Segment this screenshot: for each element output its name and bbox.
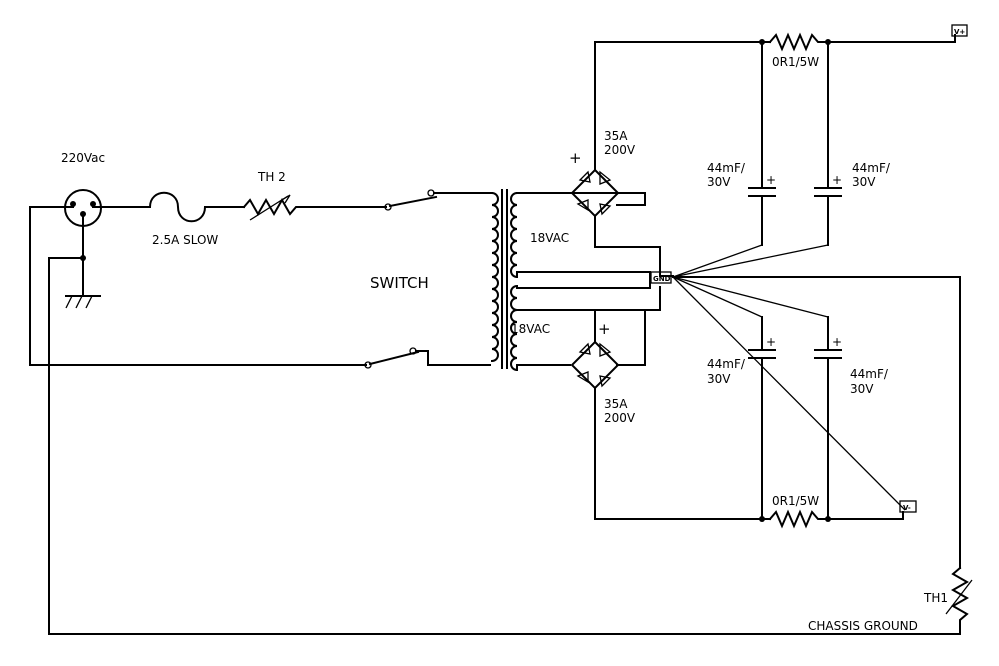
cap4-value: 44mF/ xyxy=(850,367,889,381)
bridge-bottom-current: 35A xyxy=(604,397,628,411)
thermistor-th1-label: TH1 xyxy=(923,591,948,605)
bridge-top-current: 35A xyxy=(604,129,628,143)
thermistor-th2-label: TH 2 xyxy=(257,170,286,184)
wire-sec-bottom-a xyxy=(516,286,661,311)
cap1-value: 44mF/ xyxy=(707,161,746,175)
resistor-top-icon xyxy=(768,32,956,52)
bridge-bottom-voltage: 200V xyxy=(604,411,636,425)
bridge-rectifier-bottom-icon xyxy=(570,340,620,390)
thermistor-th2-icon xyxy=(242,197,387,217)
gnd-terminal-label: GND xyxy=(653,275,671,283)
wire-sec-top-a xyxy=(516,192,646,206)
secondary-top-label: 18VAC xyxy=(530,231,569,245)
switch-label: SWITCH xyxy=(370,274,429,292)
cap1-voltage: 30V xyxy=(707,175,731,189)
vplus-terminal xyxy=(951,24,968,37)
cap4-plus: + xyxy=(832,335,842,349)
fuse-label: 2.5A SLOW xyxy=(152,233,218,247)
cap4-voltage: 30V xyxy=(850,382,874,396)
cap3-value: 44mF/ xyxy=(707,357,746,371)
cap2-voltage: 30V xyxy=(852,175,876,189)
wire-mains-neutral xyxy=(29,206,367,366)
vminus-terminal xyxy=(899,500,917,513)
transformer-icon xyxy=(475,189,519,372)
wire-sec-top-b xyxy=(516,271,651,289)
cap3-voltage: 30V xyxy=(707,372,731,386)
bridge-top-plus: + xyxy=(569,149,582,167)
vplus-label: V+ xyxy=(954,28,965,36)
earth-ground-icon xyxy=(65,295,101,309)
wire-bridge-bottom-ac xyxy=(616,309,646,366)
switch-top-icon xyxy=(384,189,477,211)
cap1-plus: + xyxy=(766,173,776,187)
fuse-icon xyxy=(148,191,207,223)
bridge-top-voltage: 200V xyxy=(604,143,636,157)
mains-label: 220Vac xyxy=(61,151,105,165)
cap2-plus: + xyxy=(832,173,842,187)
resistor-top-label: 0R1/5W xyxy=(772,55,819,69)
resistor-bottom-label: 0R1/5W xyxy=(772,494,819,508)
switch-bottom-icon xyxy=(364,347,491,369)
gnd-terminal xyxy=(650,271,672,284)
resistor-bottom-icon xyxy=(768,509,904,529)
cap3-plus: + xyxy=(766,335,776,349)
wire-top-bridge-minus xyxy=(594,215,674,277)
chassis-ground-label: CHASSIS GROUND xyxy=(808,619,918,633)
cap2-value: 44mF/ xyxy=(852,161,891,175)
wire-bottom-rail xyxy=(594,387,771,520)
wire-chassis-return xyxy=(48,257,961,635)
wire-top-rail xyxy=(594,41,771,171)
secondary-bottom-label: 18VAC xyxy=(511,322,550,336)
vminus-label: V- xyxy=(903,504,911,512)
star-ground-wires xyxy=(672,244,961,569)
thermistor-th1-icon xyxy=(950,566,970,635)
bridge-bottom-plus: + xyxy=(598,320,611,338)
wire-sec-bottom-b xyxy=(516,364,571,371)
